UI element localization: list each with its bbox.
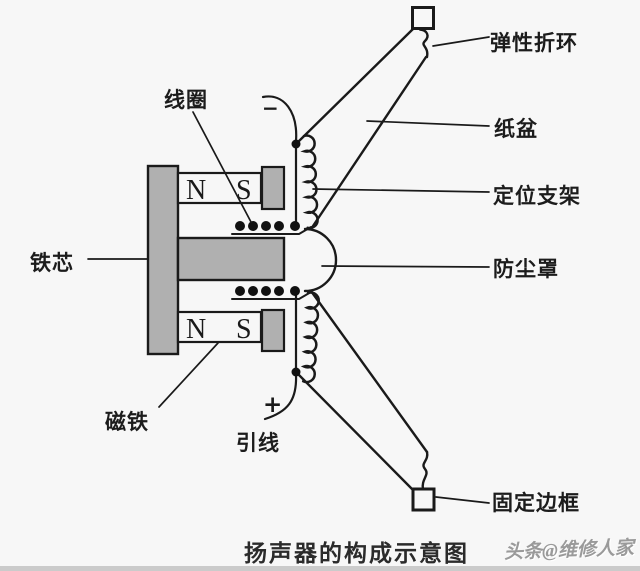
surround-fold-bottom [421, 450, 429, 491]
magnet-bottom [176, 310, 263, 344]
label-magnet: 磁铁 [105, 410, 149, 434]
pole-n-top: N [186, 175, 206, 206]
label-coil: 线圈 [164, 88, 208, 112]
frame-corner-bottom [411, 487, 436, 512]
watermark-text: 头条@维修人家 [503, 537, 635, 564]
label-frame: 固定边框 [492, 491, 580, 515]
lead-wires [261, 95, 298, 421]
label-spider: 定位支架 [493, 184, 581, 208]
pointer-magnet [158, 342, 219, 408]
paper-cone-outline [295, 27, 429, 492]
diagram-title: 扬声器的构成示意图 [244, 541, 469, 566]
bobbin-line-top [231, 226, 312, 235]
voice-coil-windings [235, 139, 301, 377]
pointer-dust-cap [321, 265, 490, 268]
bobbin-line-bottom [231, 291, 312, 300]
pointer-lines [87, 36, 490, 504]
pointer-cone [366, 120, 490, 127]
pole-s-top: S [236, 175, 252, 206]
cone-upper-outer-edge [295, 27, 415, 145]
plus-symbol: + [263, 392, 282, 418]
bobbin-lines [231, 226, 312, 300]
spider-top [300, 134, 319, 230]
pole-s-bottom: S [236, 314, 252, 345]
lead-wire-minus [261, 95, 298, 143]
spider-scallops [300, 134, 320, 384]
bobbin-block-top [260, 165, 286, 211]
minus-symbol: − [262, 96, 279, 120]
label-cone: 纸盆 [494, 117, 538, 141]
frame-corner-top [411, 6, 435, 30]
bobbin-block-bottom [260, 308, 286, 353]
iron-core-center-pole [176, 236, 286, 282]
label-lead-wire: 引线 [236, 431, 280, 455]
cone-lower-inner-edge [309, 289, 429, 454]
pointer-surround [432, 36, 490, 47]
bottom-edge-strip [0, 566, 640, 571]
label-iron-core: 铁芯 [30, 251, 74, 275]
magnet-top [176, 171, 263, 205]
lead-junction-top [291, 139, 301, 149]
spider-bottom [300, 291, 320, 384]
cone-upper-inner-edge [309, 55, 428, 231]
pointer-spider [312, 188, 490, 193]
label-dust-cap: 防尘罩 [493, 257, 559, 281]
iron-core-back-plate [146, 164, 180, 356]
label-surround: 弹性折环 [490, 31, 578, 55]
pole-n-bottom: N [186, 314, 206, 345]
surround-fold-top [418, 28, 429, 59]
cone-lower-outer-edge [295, 371, 415, 492]
pointer-coil [192, 111, 252, 223]
dust-cap-arc [303, 227, 338, 293]
lead-wire-plus [263, 373, 298, 421]
lead-junction-bottom [291, 367, 301, 377]
pointer-frame [435, 496, 490, 504]
